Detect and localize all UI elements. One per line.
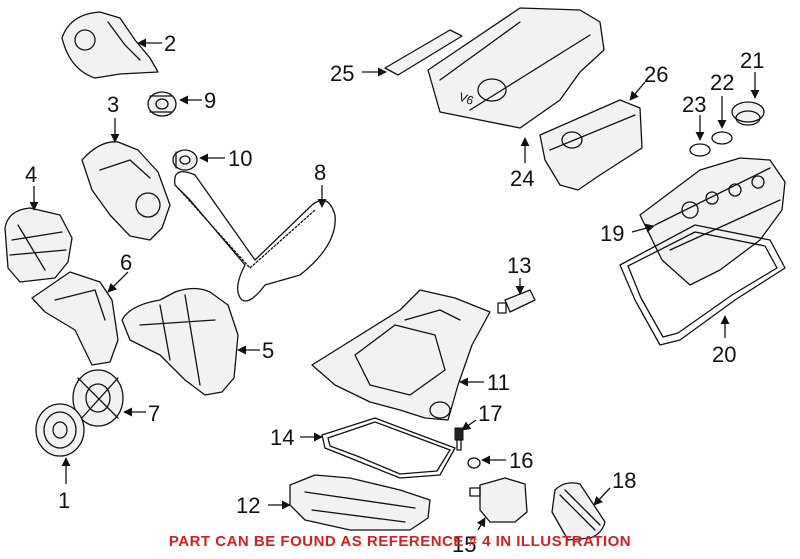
leader-15 [476,517,486,531]
part-timing-belt[interactable] [174,171,336,302]
callout-18: 18 [612,468,636,493]
part-upper-timing-cover[interactable] [61,11,159,79]
part-idler-pulley[interactable] [147,91,177,117]
callout-25: 25 [330,61,354,86]
callout-13: 13 [507,253,531,278]
callout-21: 21 [740,48,764,73]
callout-14: 14 [270,425,294,450]
part-filler-neck-o-ring[interactable] [689,143,711,157]
callout-16: 16 [509,448,533,473]
callout-2: 2 [164,31,176,56]
part-oil-filler-cap[interactable] [731,101,765,126]
callout-20: 20 [712,342,736,367]
callout-19: 19 [600,221,624,246]
part-timing-belt-cover[interactable] [4,207,73,283]
part-timing-cover-rear[interactable] [81,141,171,241]
leader-6 [107,271,129,293]
part-drain-plug-seal[interactable] [467,457,481,469]
callout-4: 4 [25,162,37,187]
callout-17: 17 [478,401,502,426]
part-oil-filter-housing[interactable] [469,477,528,523]
callout-6: 6 [120,250,132,275]
callout-10: 10 [228,146,252,171]
part-oil-filter[interactable] [551,482,606,541]
reference-note: PART CAN BE FOUND AS REFERENCE # 4 IN IL… [168,533,632,550]
part-oil-pan-gasket[interactable] [321,417,456,479]
part-lower-timing-cover[interactable] [31,271,119,366]
part-intake-manifold-cover[interactable] [539,99,643,191]
part-crankshaft-sprocket[interactable] [72,369,124,427]
leader-18 [593,487,611,506]
callout-24: 24 [510,166,534,191]
callout-7: 7 [148,401,160,426]
callout-5: 5 [262,338,274,363]
part-lower-oil-pan[interactable] [289,474,431,531]
callout-9: 9 [204,88,216,113]
callout-3: 3 [107,92,119,117]
callout-15: 15 [452,532,476,557]
part-valve-cover[interactable] [639,157,786,286]
part-timing-cover-center[interactable] [121,287,239,396]
callout-22: 22 [710,70,734,95]
part-drain-plug[interactable] [454,427,464,451]
callout-8: 8 [314,160,326,185]
part-engine-cover[interactable]: V6 [427,7,605,129]
leader-17 [461,419,477,431]
part-engine-cover-trim[interactable] [384,29,463,76]
part-crankshaft-pulley[interactable] [35,403,85,457]
part-valve-cover-gasket[interactable] [619,224,786,346]
callout-11: 11 [487,370,510,395]
part-upper-oil-pan[interactable] [311,289,491,421]
leader-26 [629,81,646,101]
engine-cover-badge: V6 [457,90,476,108]
part-filler-cap-seal[interactable] [711,131,733,145]
part-belt-tensioner[interactable] [172,149,198,171]
leader-19 [631,223,655,233]
callout-23: 23 [682,92,706,117]
callout-1: 1 [58,488,70,513]
part-oil-level-sensor[interactable] [497,289,536,314]
callout-12: 12 [236,493,260,518]
callout-26: 26 [644,62,668,87]
